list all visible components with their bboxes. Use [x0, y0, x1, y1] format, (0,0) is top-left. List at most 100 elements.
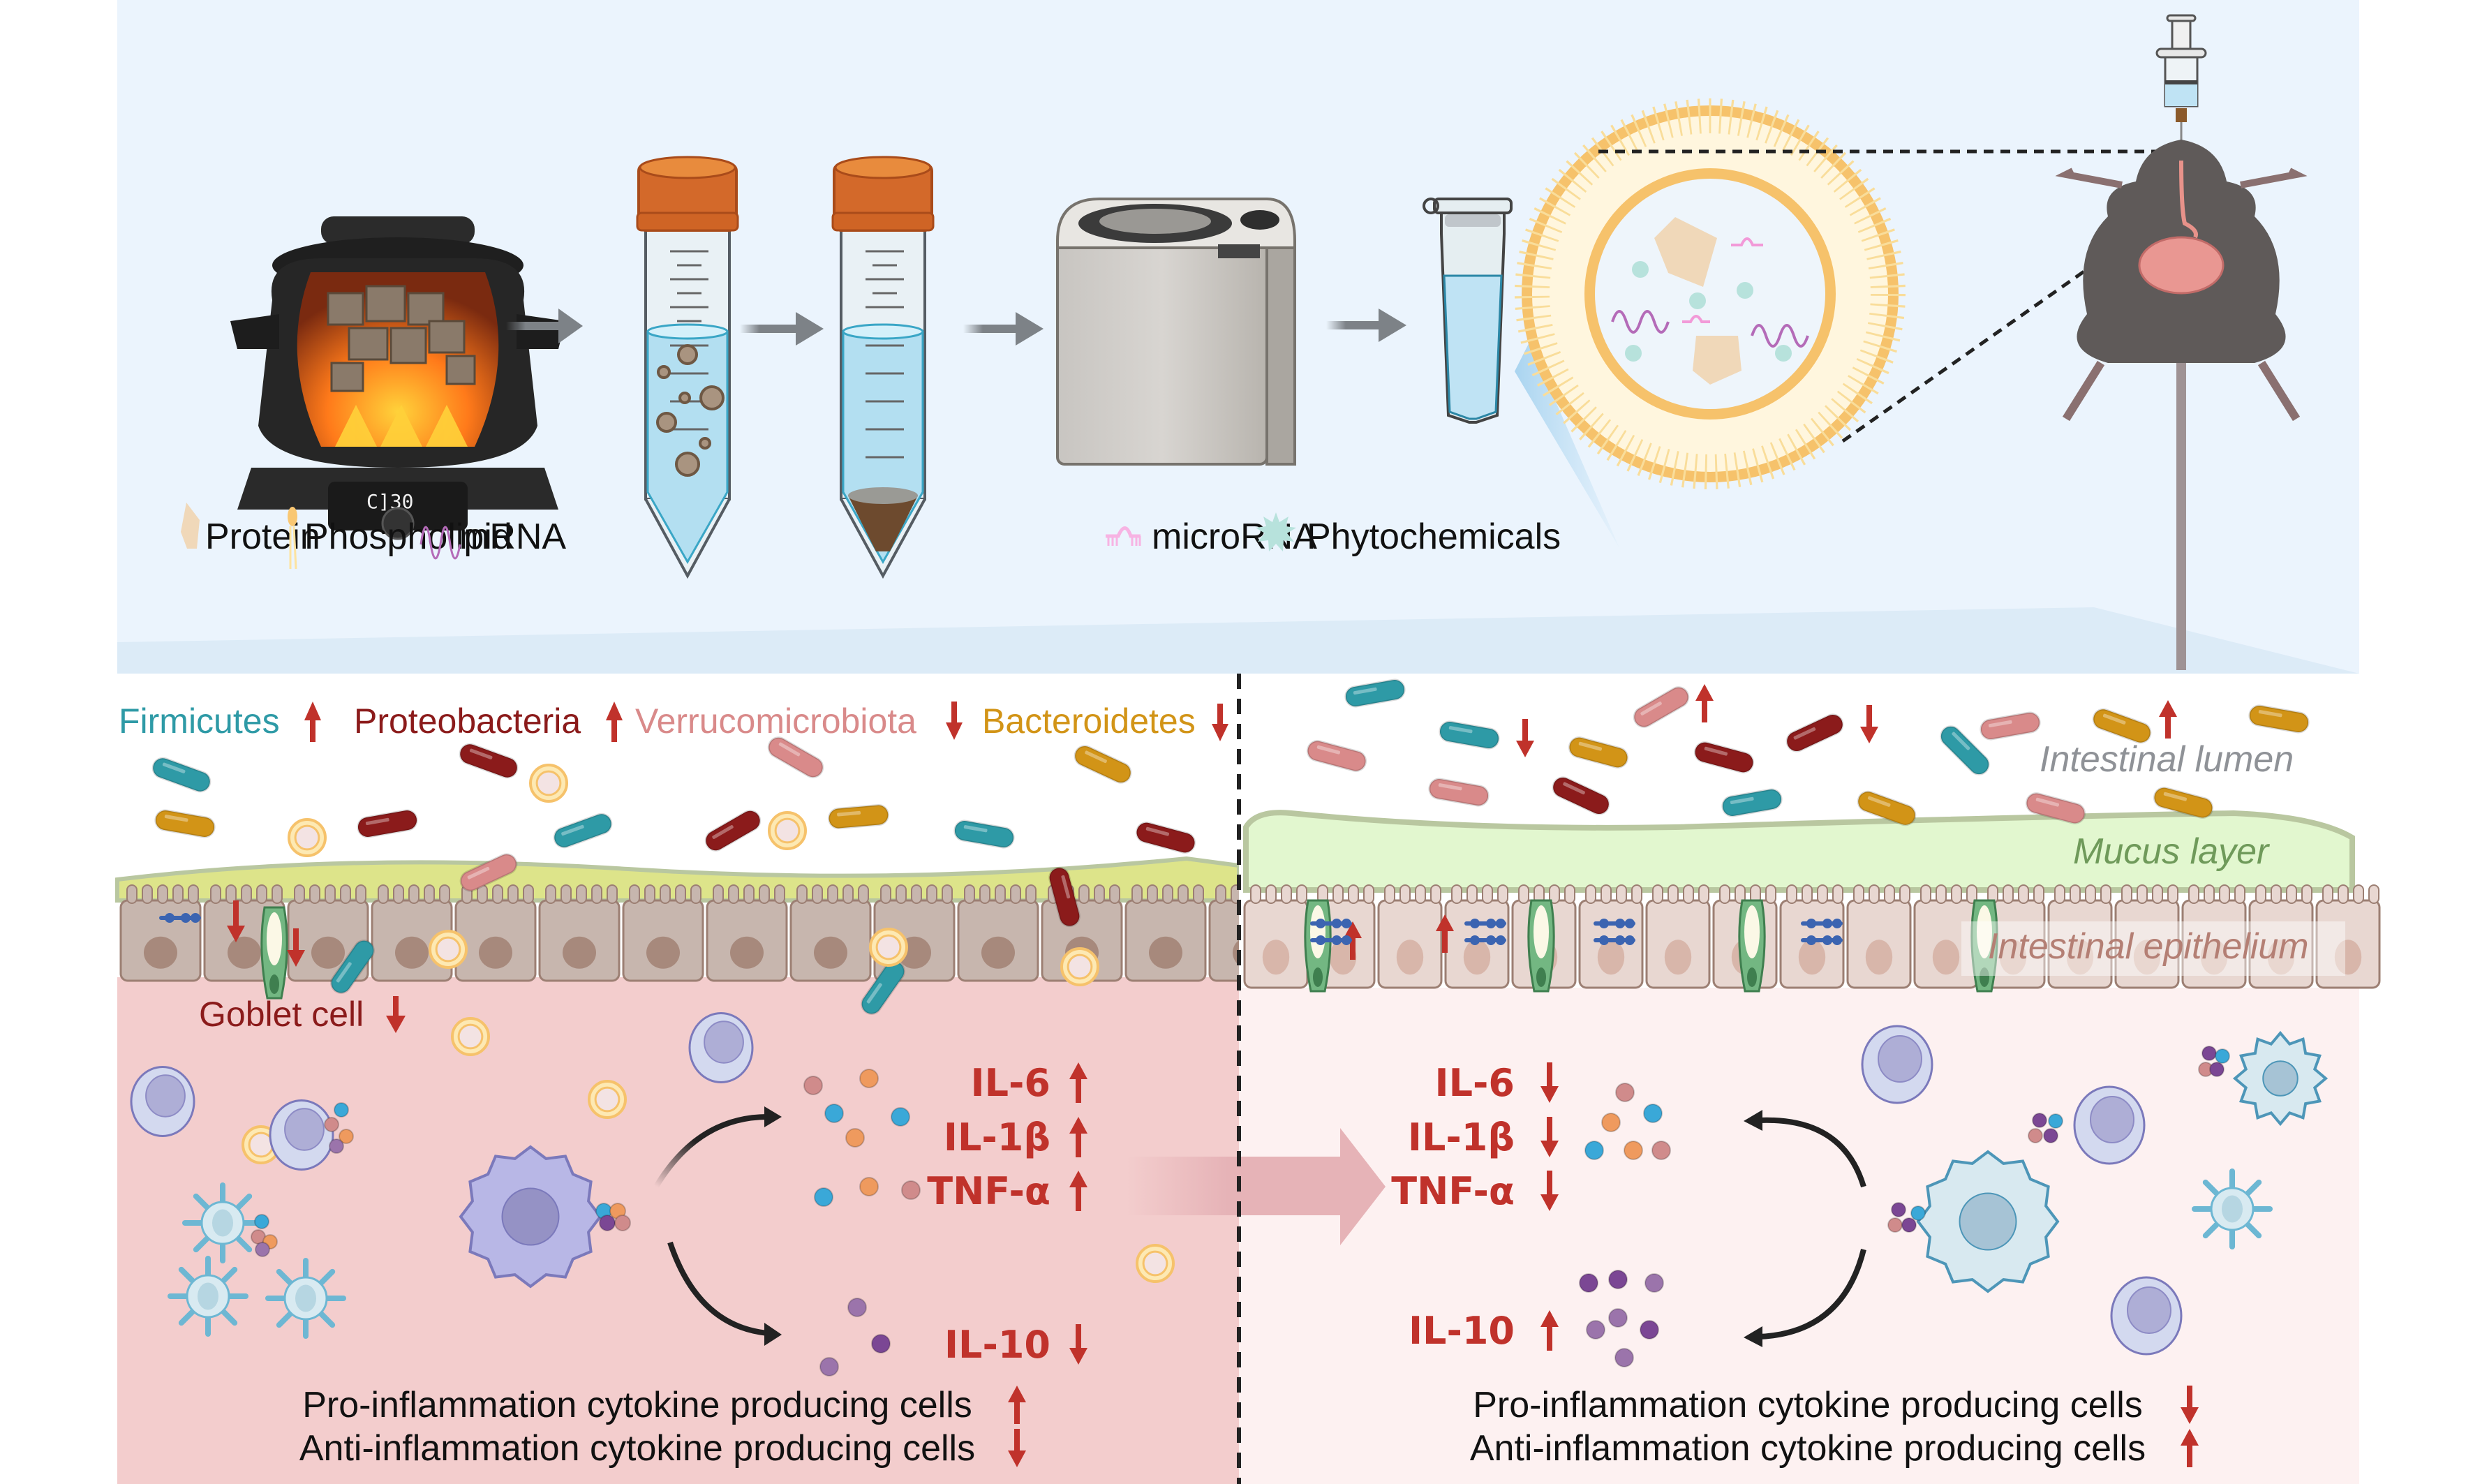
centrifuge-tube-pellet — [831, 156, 935, 579]
arrow-up-icon — [1695, 684, 1714, 722]
cytokine-particle — [847, 1298, 867, 1317]
legend-item-protein: Protein — [181, 503, 320, 557]
dendritic-cell — [265, 1258, 346, 1339]
centrifuge — [1056, 198, 1296, 466]
arrow-up-icon — [2159, 700, 2177, 739]
cytokine-particle — [255, 1242, 270, 1257]
bacteria-treated — [1306, 678, 2310, 826]
epithelial-cell — [119, 884, 202, 982]
cytokine-particle — [329, 1138, 344, 1154]
bacterium — [1074, 745, 1132, 784]
epithelial-cell — [2248, 884, 2314, 989]
goblet-cell — [1738, 899, 1766, 993]
bacterium — [330, 940, 375, 994]
legend-item-mrna: mRNA — [419, 517, 566, 560]
cytokine-particle — [2048, 1113, 2063, 1129]
bacterium — [357, 809, 418, 838]
arrow-down-icon — [946, 702, 963, 740]
epithelial-cell — [538, 884, 621, 982]
bacterium — [1721, 788, 1783, 817]
dendritic-cell — [168, 1256, 248, 1337]
tight-junction — [1464, 935, 1506, 945]
cytokine-label: IL-10 — [1409, 1309, 1515, 1353]
phylum-proteobacteria: Proteobacteria — [354, 702, 581, 741]
bacterium — [151, 757, 211, 793]
arrow-up-icon — [304, 702, 321, 742]
tight-junction — [1801, 935, 1843, 945]
cytokine-particle — [2215, 1048, 2230, 1064]
epithelial-cell — [2181, 884, 2247, 989]
epithelial-cell — [957, 884, 1039, 982]
summary-line: Pro-inflammation cytokine producing cell… — [302, 1385, 972, 1425]
bacterium — [1344, 678, 1406, 708]
summary-line: Pro-inflammation cytokine producing cell… — [1473, 1385, 2143, 1425]
cytokine-particle — [339, 1129, 354, 1144]
bacterium — [2025, 792, 2086, 824]
cytokine-particle — [901, 1180, 921, 1200]
bacteria-inflamed — [151, 736, 1196, 1015]
arrow-down-icon — [1540, 1062, 1559, 1103]
tight-junction — [1464, 919, 1506, 928]
cytokine-particle — [819, 1357, 839, 1377]
epithelial-cell — [1377, 884, 1443, 989]
arrow-down-icon — [1516, 719, 1534, 757]
bacterium — [1857, 790, 1917, 826]
bacterium — [767, 736, 824, 778]
arrow-up-icon — [1069, 1117, 1087, 1157]
top-panel: C]30 — [117, 0, 2359, 674]
workflow-arrows — [506, 309, 1406, 346]
bacterium — [828, 804, 889, 829]
arrow-down-icon — [1860, 705, 1878, 743]
top-panel-shade — [117, 607, 2359, 674]
macrophage — [2232, 1030, 2329, 1127]
immune-cells-treated — [1579, 1025, 2329, 1367]
epithelial-cell — [371, 884, 453, 982]
vesicle — [529, 764, 568, 803]
arrow-down-icon — [287, 928, 305, 967]
cytokine-label: IL-1β — [944, 1115, 1050, 1159]
bacterium — [553, 813, 613, 849]
legend-label-microrna: microRNA — [1152, 517, 1317, 557]
cytokine-particle — [599, 1215, 616, 1231]
arrow-up-icon — [2181, 1429, 2199, 1467]
bacterium — [1306, 740, 1367, 772]
bacterium — [2153, 787, 2214, 819]
microrna-icon — [1106, 526, 1141, 546]
lamina-propria-inflamed — [117, 977, 1239, 1484]
cytokine-label: IL-6 — [1435, 1061, 1515, 1105]
arrow-up-icon — [1540, 1310, 1559, 1351]
cytokine-particle — [2043, 1128, 2058, 1143]
legend-label-phospholipid: Phospholipid — [304, 517, 512, 557]
lumen-label: Intestinal lumen — [2040, 739, 2294, 780]
epithelial-cell — [1645, 884, 1711, 989]
bacterium — [704, 810, 762, 852]
mucus-layer-treated — [1243, 810, 2355, 893]
lymphocyte — [1861, 1025, 1933, 1104]
bacterium — [1568, 736, 1629, 769]
epithelial-cell — [1846, 884, 1912, 989]
legend-label-mrna: mRNA — [459, 517, 566, 557]
vesicle-zoom — [1515, 98, 1906, 489]
macrophage — [459, 1145, 602, 1289]
epithelium-label: Intestinal epithelium — [1988, 926, 2309, 967]
cytokine-particle — [871, 1334, 891, 1353]
arrow-3 — [963, 312, 1044, 346]
arrow-up-icon — [1069, 1062, 1087, 1103]
epithelial-cell — [1124, 884, 1207, 982]
oral-gavage-mouse — [2055, 14, 2308, 670]
goblet-cell-label: Goblet cell — [199, 995, 364, 1034]
arrow-down-icon — [386, 996, 406, 1033]
bacterium — [1439, 720, 1500, 750]
tight-junction — [159, 913, 201, 923]
vesicle — [1060, 947, 1099, 986]
cytokine-particle — [814, 1187, 833, 1207]
dendritic-cell — [182, 1182, 263, 1263]
tight-junction — [1310, 919, 1352, 928]
arrow-down-icon — [2181, 1386, 2199, 1424]
epithelial-cell — [1243, 884, 1309, 989]
vesicle — [869, 928, 908, 967]
bacterium — [1048, 866, 1080, 928]
legend-label-protein: Protein — [205, 517, 320, 557]
bacterium — [861, 960, 905, 1015]
arrow-up-icon — [1344, 921, 1362, 960]
